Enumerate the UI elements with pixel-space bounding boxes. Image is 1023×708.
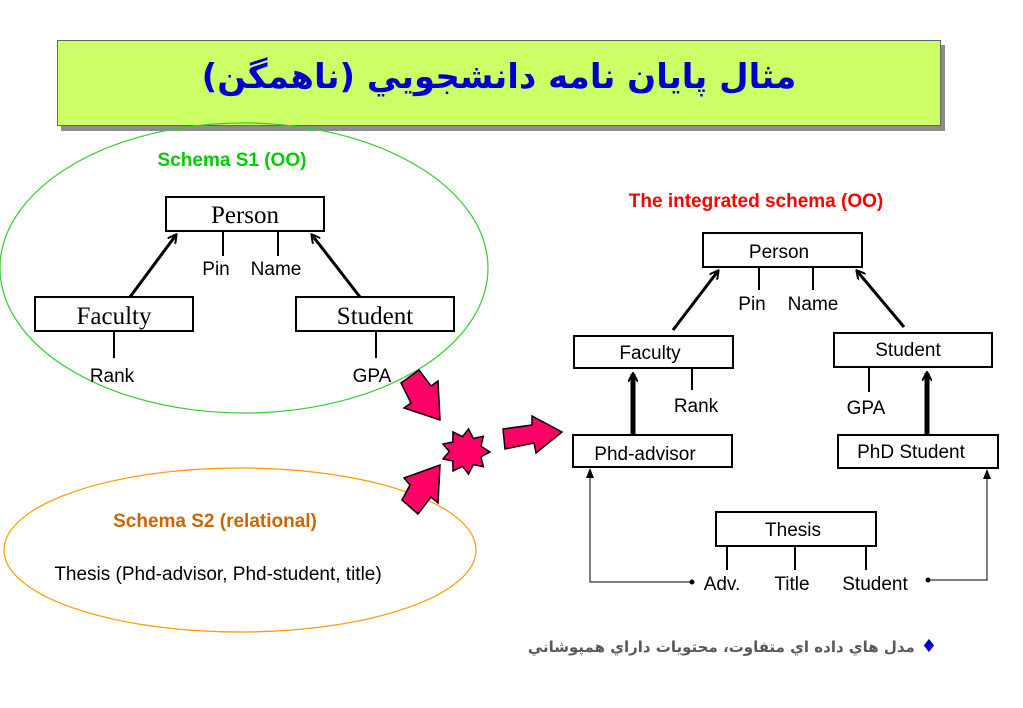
- merge-arrow-from-s1: [400, 368, 441, 422]
- int-phd-student-label: PhD Student: [857, 442, 965, 463]
- int-faculty-box: [573, 335, 734, 369]
- adv-reference-dot: [689, 579, 695, 585]
- int-pin-attr: Pin: [738, 294, 765, 315]
- int-student-isa-arrow: [857, 271, 906, 328]
- int-adv-attr: Adv.: [704, 574, 741, 595]
- int-thesis-label: Thesis: [765, 520, 821, 541]
- integrated-schema-label: The integrated schema (OO): [629, 191, 883, 212]
- s1-faculty-label: Faculty: [77, 303, 152, 330]
- int-phd-advisor-box: [572, 434, 733, 468]
- student-reference-line: [928, 469, 991, 581]
- s1-student-label: Student: [337, 303, 413, 330]
- adv-reference-line: [586, 468, 692, 583]
- int-name-attr: Name: [788, 294, 839, 315]
- schema-s2-relation: Thesis (Phd-advisor, Phd-student, title): [54, 564, 381, 585]
- title-banner: مثال پايان نامه دانشجويي (ناهمگن): [57, 40, 941, 126]
- int-person-label: Person: [749, 242, 809, 263]
- schema-s2-ellipse: [3, 467, 477, 633]
- slide-title: مثال پايان نامه دانشجويي (ناهمگن): [201, 57, 797, 97]
- int-gpa-attr: GPA: [847, 398, 886, 419]
- int-thesis-box: [715, 511, 877, 547]
- s1-person-box: [165, 196, 325, 232]
- merge-star: [441, 427, 492, 476]
- s1-pin-attr: Pin: [202, 259, 229, 280]
- int-faculty-label: Faculty: [619, 343, 681, 364]
- int-student-box: [833, 332, 993, 368]
- int-title-attr: Title: [774, 574, 809, 595]
- s1-faculty-box: [34, 296, 194, 332]
- s1-rank-attr: Rank: [90, 366, 135, 387]
- merge-arrow-to-integrated: [502, 414, 564, 455]
- int-student-label: Student: [875, 340, 941, 361]
- diamond-bullet-icon: ♦: [920, 636, 937, 657]
- schema-s1-label: Schema S1 (OO): [158, 150, 307, 171]
- student-reference-dot: [925, 577, 931, 583]
- s1-faculty-isa-arrow: [128, 235, 176, 298]
- int-faculty-isa-arrow: [671, 271, 718, 331]
- s1-name-attr: Name: [251, 259, 302, 280]
- bullet-text: مدل هاي داده اي متفاوت، محتويات داراي هم…: [527, 638, 915, 656]
- s1-person-label: Person: [211, 202, 280, 229]
- int-person-box: [702, 232, 863, 268]
- int-phd-student-box: [837, 434, 999, 469]
- int-rank-attr: Rank: [674, 396, 719, 417]
- int-student-attr: Student: [842, 574, 908, 595]
- bullet-point: ♦ مدل هاي داده اي متفاوت، محتويات داراي ه…: [528, 636, 937, 657]
- schema-s1-ellipse: [0, 122, 489, 414]
- int-phd-advisor-label: Phd-advisor: [594, 444, 696, 465]
- merge-arrow-from-s2: [401, 463, 441, 516]
- schema-s2-label: Schema S2 (relational): [113, 511, 317, 532]
- s1-student-isa-arrow: [312, 235, 362, 298]
- s1-gpa-attr: GPA: [353, 366, 392, 387]
